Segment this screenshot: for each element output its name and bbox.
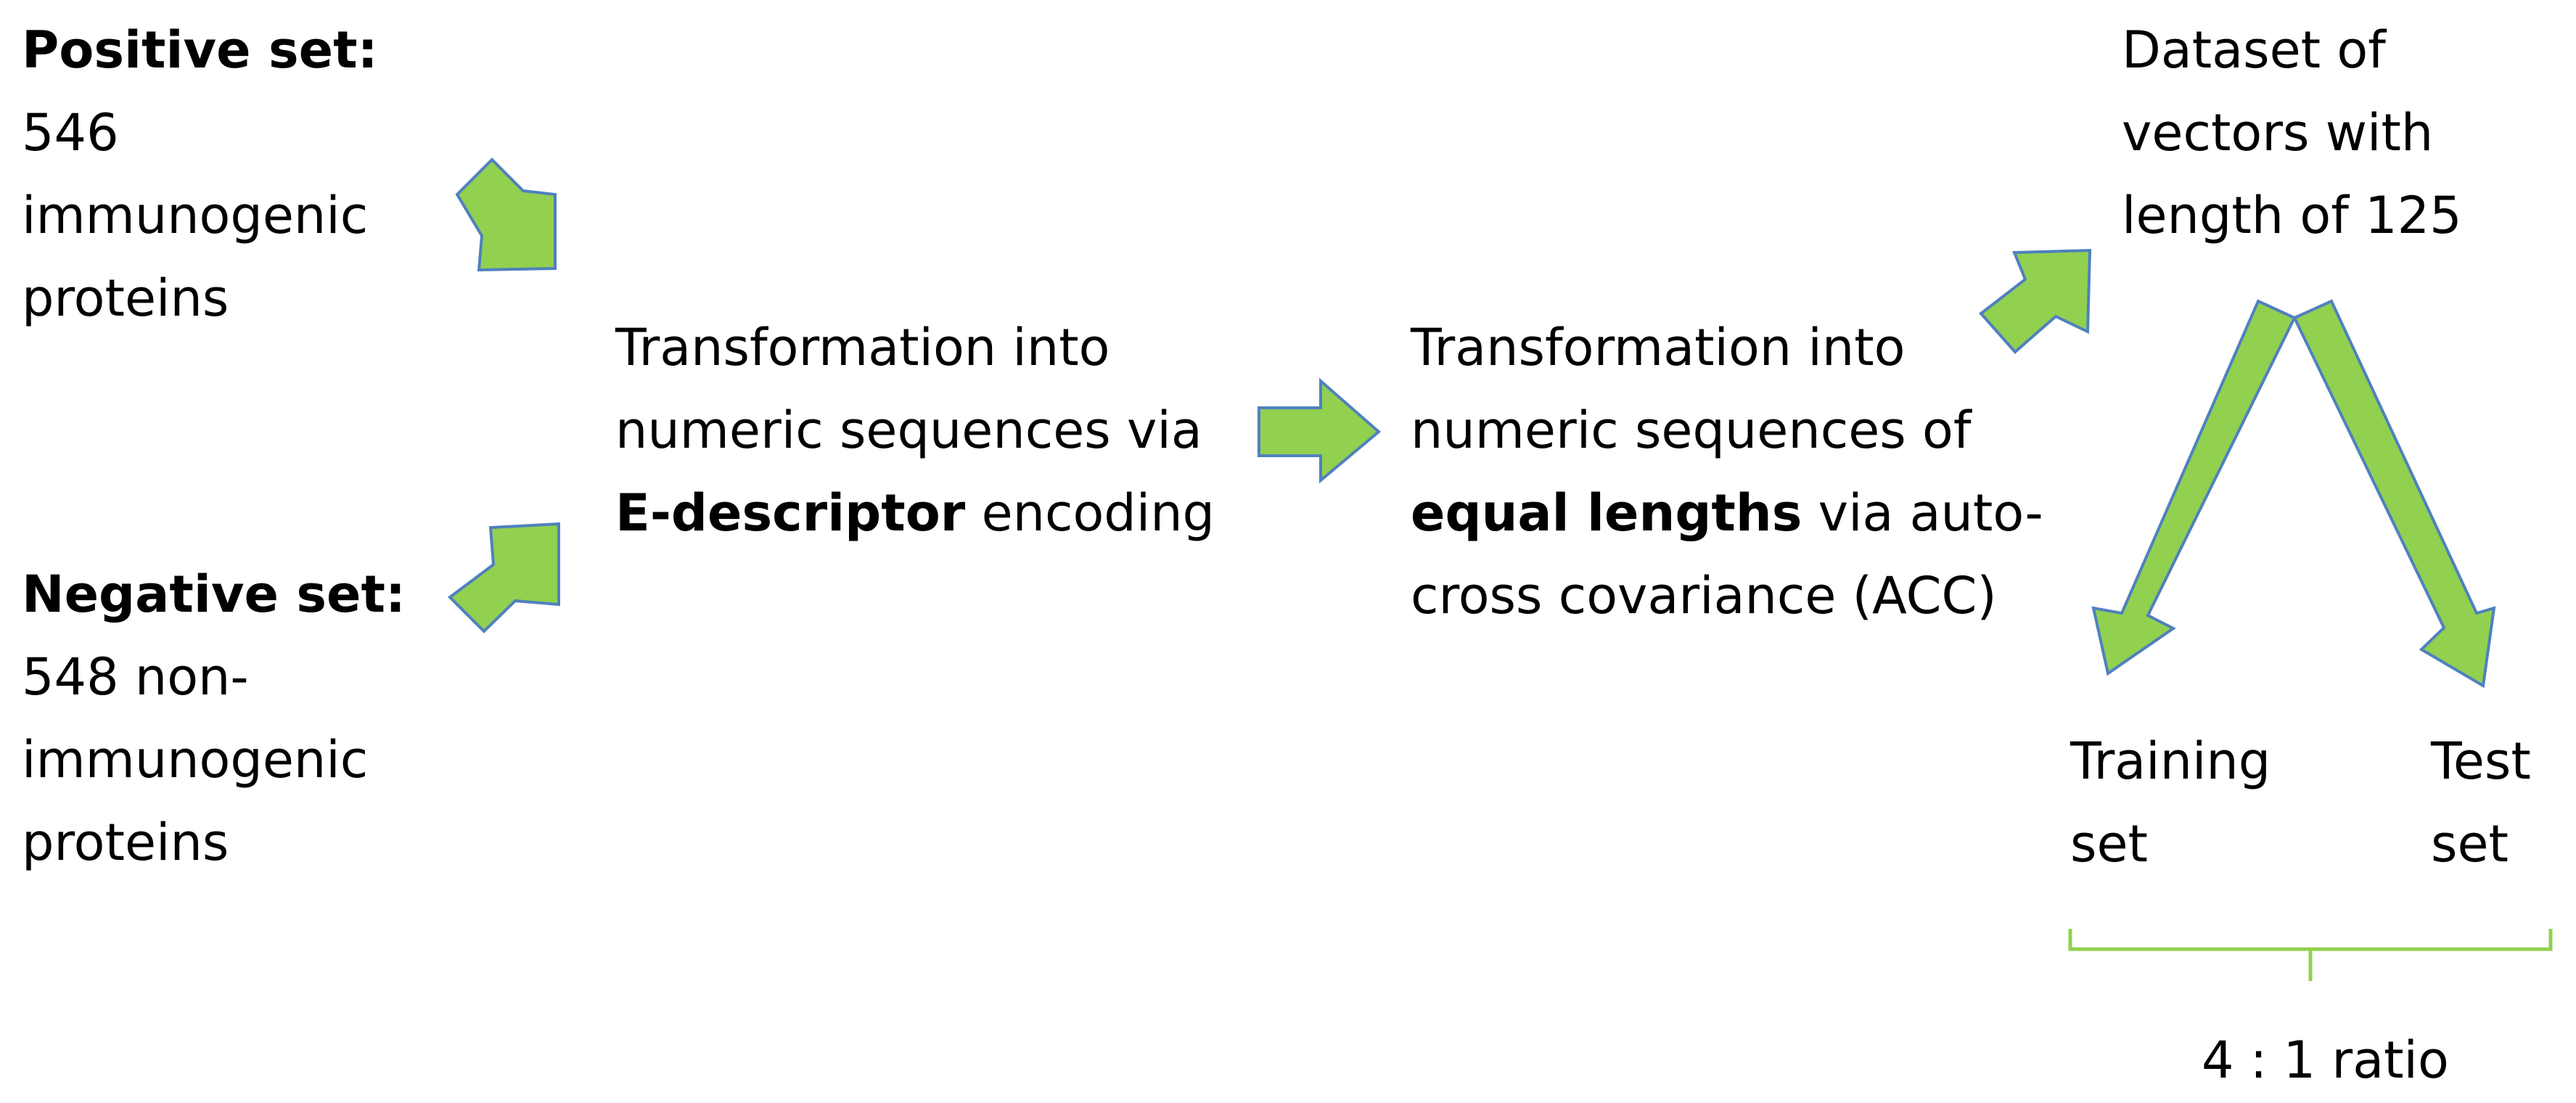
dataset: Dataset of vectors with length of 125 (2122, 9, 2462, 257)
arrow-positive-to-encoding (455, 157, 557, 272)
encoding-step: Transformation into numeric sequences vi… (615, 306, 1215, 554)
acc-step-line-1: Transformation into (1411, 318, 1906, 377)
encoding-step-bold: E-descriptor (615, 483, 966, 543)
dataset-line-3: length of 125 (2122, 186, 2462, 245)
training-set: Training set (2070, 720, 2271, 885)
negative-set-count: 548 non- (22, 647, 249, 707)
arrow-dataset-to-training (2091, 299, 2297, 676)
encoding-step-line-3: E-descriptor encoding (615, 472, 1215, 554)
dataset-line-1: Dataset of (2122, 20, 2386, 80)
test-set: Test set (2431, 720, 2531, 885)
ratio-label: 4 : 1 ratio (2202, 1030, 2449, 1090)
positive-set-line-3: proteins (22, 268, 229, 328)
arrow-acc-to-dataset (1979, 248, 2092, 354)
positive-set-heading: Positive set: (22, 20, 378, 80)
arrow-dataset-to-test (2292, 299, 2496, 689)
positive-set-line-2: immunogenic (22, 186, 369, 245)
acc-step-line-2: numeric sequences of (1411, 401, 1972, 460)
test-set-line-1: Test (2431, 731, 2531, 791)
ratio-bracket (2068, 929, 2553, 981)
training-set-line-2: set (2070, 814, 2148, 874)
encoding-step-line-2: numeric sequences via (615, 401, 1202, 460)
dataset-line-2: vectors with (2122, 103, 2434, 163)
acc-step-rest: via auto- (1802, 483, 2043, 543)
negative-set-line-2: immunogenic (22, 730, 369, 790)
negative-set-line-3: proteins (22, 813, 229, 872)
negative-set-heading: Negative set: (22, 565, 406, 624)
acc-step-line-3: equal lengths via auto- (1411, 472, 2043, 554)
test-set-line-2: set (2431, 814, 2509, 874)
encoding-step-line-1: Transformation into (615, 318, 1110, 377)
arrow-encoding-to-acc (1258, 377, 1382, 484)
positive-set: Positive set: 546 immunogenic proteins (22, 9, 378, 340)
arrow-negative-to-encoding (447, 522, 560, 633)
negative-set: Negative set: 548 non- immunogenic prote… (22, 553, 406, 884)
training-set-line-1: Training (2070, 731, 2271, 791)
acc-step-bold: equal lengths (1411, 483, 1802, 543)
encoding-step-rest: encoding (965, 483, 1215, 543)
positive-set-count: 546 (22, 103, 119, 163)
acc-step-line-4: cross covariance (ACC) (1411, 566, 1997, 626)
acc-step: Transformation into numeric sequences of… (1411, 306, 2043, 637)
